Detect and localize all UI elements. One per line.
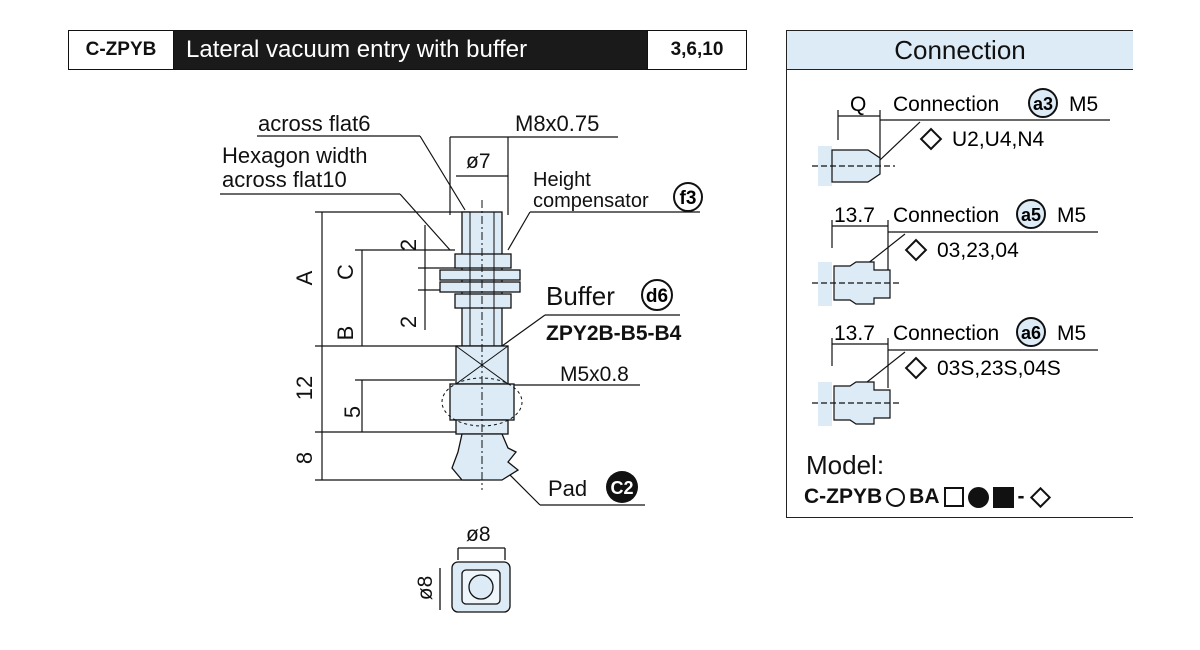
bottom-width-label: ø8	[466, 523, 491, 546]
buffer-part-label: ZPY2B-B5-B4	[546, 322, 682, 345]
bottom-height-label: ø8	[414, 576, 437, 601]
pad-badge: C2	[606, 471, 638, 503]
panel-bottom-rule	[787, 517, 1133, 518]
height-label-1: Height	[533, 169, 591, 191]
dim-12-label: 12	[292, 376, 317, 400]
thread-top-label: M8x0.75	[515, 111, 599, 136]
dim-2b-label: 2	[396, 316, 421, 328]
pad-label: Pad	[548, 476, 587, 501]
buffer-badge: d6	[641, 279, 673, 311]
page-title: Lateral vacuum entry with buffer	[174, 31, 647, 69]
circle-filled-icon	[967, 486, 989, 508]
square-outline-icon	[943, 487, 964, 507]
model-prefix: C-ZPYB	[804, 485, 883, 508]
pad-sizes: 3,6,10	[647, 31, 746, 69]
circle-outline-icon	[886, 487, 906, 507]
height-badge: f3	[673, 182, 703, 212]
model-code: C-ZPYB	[69, 31, 174, 69]
square-filled-icon	[992, 486, 1014, 508]
dia-top-label: ø7	[466, 150, 491, 173]
header-bar: C-ZPYB Lateral vacuum entry with buffer …	[68, 30, 747, 70]
model-dash: -	[1017, 485, 1025, 508]
across-flat-label: across flat6	[258, 111, 371, 136]
connection-title: Connection	[787, 30, 1133, 70]
thread-side-label: M5x0.8	[560, 363, 629, 386]
diamond-outline-icon	[1029, 486, 1051, 508]
dim-a-label: A	[292, 270, 317, 285]
technical-drawing: across flat6 Hexagon width across flat10…	[220, 111, 703, 613]
connection-panel: Connection	[786, 30, 1133, 518]
height-label-2: compensator	[533, 190, 649, 212]
model-code-row: C-ZPYB BA -	[804, 485, 1052, 509]
dim-c-label: C	[333, 264, 358, 280]
svg-text:f3: f3	[680, 188, 697, 209]
svg-text:C2: C2	[610, 478, 633, 498]
hexagon-label-2: across flat10	[222, 167, 347, 192]
buffer-label: Buffer	[546, 281, 615, 311]
dim-b-label: B	[333, 326, 358, 341]
model-label: Model:	[806, 450, 885, 480]
svg-text:d6: d6	[646, 286, 668, 307]
dim-2a-label: 2	[396, 239, 421, 251]
model-ba: BA	[909, 485, 940, 508]
dim-8-label: 8	[292, 452, 317, 464]
dim-5-label: 5	[340, 406, 365, 418]
hexagon-label-1: Hexagon width	[222, 143, 368, 168]
